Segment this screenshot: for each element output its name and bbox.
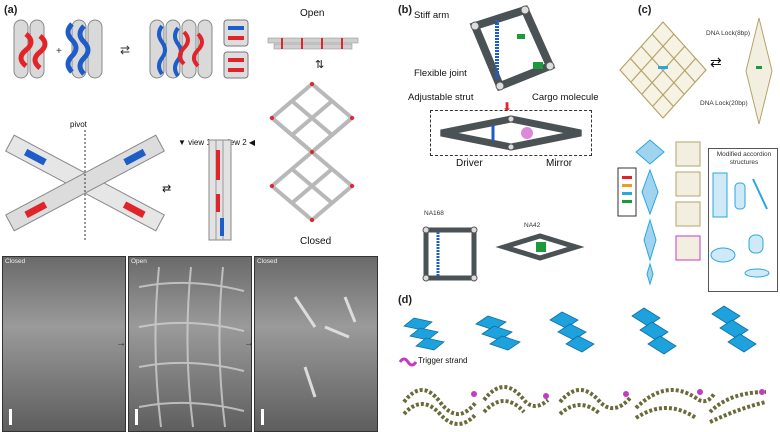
- svg-text:+: +: [56, 46, 62, 57]
- flexible-joint-label: Flexible joint: [414, 68, 467, 79]
- modified-shapes: [710, 172, 770, 278]
- modified-structures-box: Modified accordion structures: [708, 148, 778, 292]
- mirror-label: Mirror: [546, 158, 573, 169]
- shape-library: [617, 139, 701, 286]
- pivot-label: pivot: [70, 120, 87, 129]
- flattened-box: [430, 110, 592, 156]
- micrograph-open: Open: [128, 256, 252, 432]
- tile-sequence: [403, 305, 757, 355]
- trigger-label: Trigger strand: [418, 356, 468, 365]
- arrow-1: →: [116, 338, 126, 349]
- scale-bar: [261, 409, 264, 425]
- adjustable-strut-label: Adjustable strut: [408, 92, 474, 103]
- closed-lattice: [268, 81, 356, 223]
- lattice-overlay: [138, 266, 245, 428]
- closed-label: Closed: [300, 236, 332, 247]
- rod-overlay: [293, 296, 357, 398]
- cylinder-bundle: [149, 19, 213, 79]
- scale-bar: [9, 409, 12, 425]
- lock-arrows: ⇄: [710, 54, 722, 70]
- open-closed-arrow: ⇅: [315, 59, 325, 71]
- view2-label: view 2 ◀: [224, 138, 256, 147]
- modified-label: Modified accordion structures: [716, 151, 772, 166]
- folded-tower: [208, 139, 232, 241]
- open-label: Open: [300, 8, 325, 19]
- equilibrium-arrow: ⇄: [162, 183, 172, 195]
- panel-b-label: (b): [398, 4, 413, 16]
- view1-label: ▼ view 1: [178, 138, 211, 147]
- view2-text: view 2: [224, 138, 247, 147]
- na42-label: NA42: [524, 222, 541, 229]
- panel-d-label: (d): [398, 294, 413, 306]
- flattened-rhombus: [440, 115, 582, 151]
- red-down-arrow: ⬇: [502, 100, 513, 114]
- micrograph-label: Closed: [257, 258, 278, 265]
- cylinder-pair-right: [65, 19, 103, 79]
- arrow-2: →: [244, 338, 254, 349]
- lock20-label: DNA Lock(20bp): [700, 100, 748, 107]
- na168-structure: [422, 226, 478, 282]
- na168-label: NA168: [424, 210, 444, 217]
- micrograph-label: Open: [131, 258, 147, 265]
- panel-c-label: (c): [638, 4, 652, 16]
- scale-bar: [135, 409, 138, 425]
- coil-sequence: [402, 385, 767, 426]
- panel-a-label: (a): [4, 4, 18, 16]
- insets: [223, 19, 249, 79]
- trigger-strand-icon: [398, 357, 418, 367]
- compressed-lattice: [745, 17, 773, 125]
- micrograph-closed-1: Closed: [2, 256, 126, 432]
- rhombus-mechanism: [469, 5, 556, 92]
- stiff-arm-label: Stiff arm: [414, 10, 450, 21]
- view1-text: view 1: [188, 138, 211, 147]
- helix-schematic: + ⇄: [13, 19, 249, 79]
- svg-text:⇄: ⇄: [120, 43, 130, 57]
- lock8-label: DNA Lock(8bp): [706, 30, 751, 37]
- micrograph-closed-2: Closed: [254, 256, 378, 432]
- lattice-grid: [619, 21, 707, 119]
- pivot-structure: [5, 130, 165, 240]
- cylinder-pair-left: [13, 19, 48, 79]
- open-lattice: [267, 37, 359, 50]
- cargo-molecule-label: Cargo molecule: [532, 92, 599, 103]
- na42-structure: [495, 233, 585, 261]
- driver-label: Driver: [456, 158, 483, 169]
- micrograph-label: Closed: [5, 258, 26, 265]
